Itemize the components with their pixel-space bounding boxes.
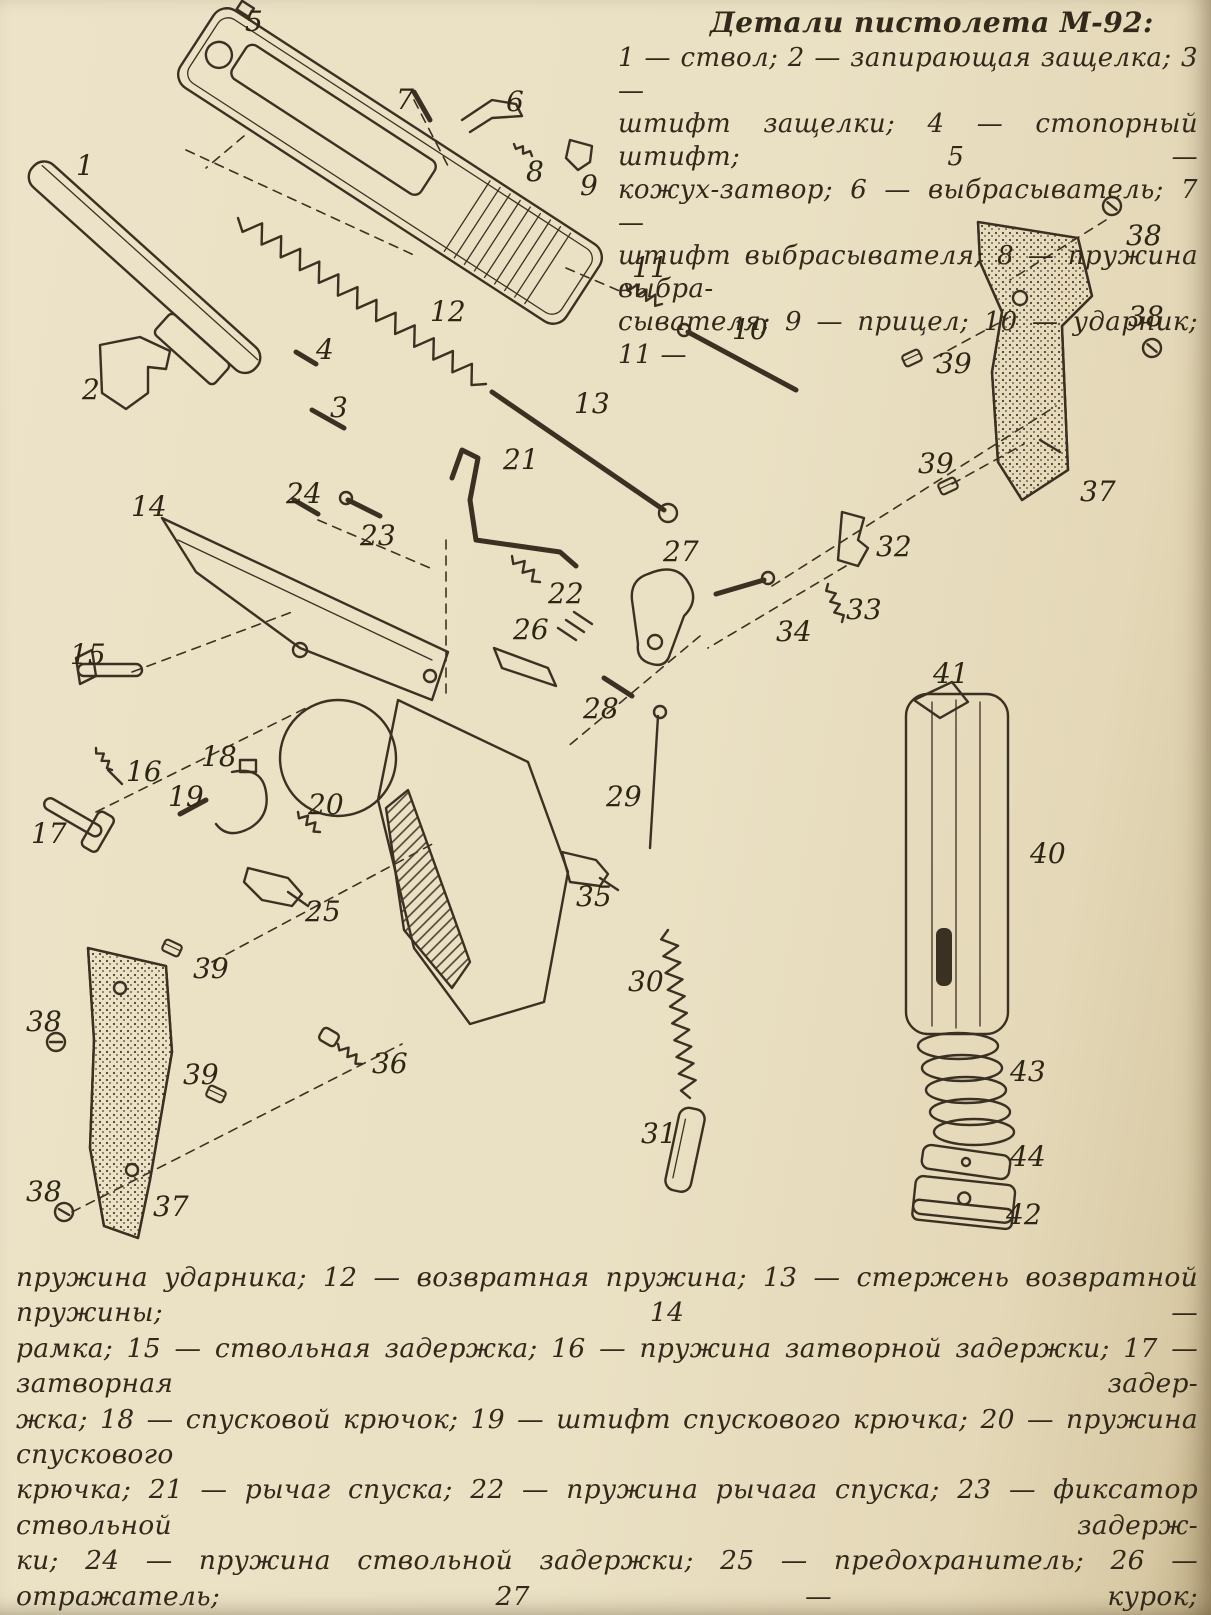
part-stop-spring-24 bbox=[291, 497, 321, 517]
part-slide-stop-17 bbox=[43, 797, 116, 853]
part-sear-pin-34 bbox=[713, 570, 776, 597]
part-stop-spring-16 bbox=[94, 746, 124, 786]
part-bushing-31 bbox=[664, 1106, 706, 1193]
part-stop-retainer-23 bbox=[338, 490, 383, 519]
part-mag-catch-35 bbox=[560, 850, 620, 892]
legend-line: сывателя; 9 — прицел; 10 — ударник; 11 — bbox=[618, 307, 1198, 370]
legend-line: кожух-затвор; 6 — выбрасыватель; 7 — bbox=[618, 175, 1198, 238]
legend-line: ки; 24 — пружина ствольной задержки; 25 … bbox=[16, 1545, 1198, 1612]
part-mag-catch-spring-36 bbox=[317, 1026, 364, 1066]
legend-line: штифт защелки; 4 — стопорный штифт; 5 — bbox=[618, 109, 1198, 172]
part-grip-panel-right-37 bbox=[976, 220, 1094, 502]
part-slide-5 bbox=[176, 0, 604, 325]
part-locking-latch-2 bbox=[98, 335, 172, 411]
part-firing-pin-10 bbox=[676, 322, 799, 393]
part-magazine-body-40 bbox=[904, 692, 1010, 1036]
legend-top-lines: 1 — ствол; 2 — запирающая защелка; 3 —шт… bbox=[618, 42, 1198, 372]
part-hammer-27 bbox=[630, 568, 695, 667]
part-safety-25 bbox=[242, 866, 310, 908]
part-barrel-1 bbox=[27, 160, 262, 386]
part-extractor-pin-7 bbox=[411, 89, 433, 123]
part-rear-sight-9 bbox=[564, 138, 594, 172]
legend-bottom: пружина ударника; 12 — возвратная пружин… bbox=[16, 1260, 1198, 1615]
part-magazine-spring-43 bbox=[916, 1031, 1016, 1147]
part-sear-32 bbox=[836, 510, 870, 568]
part-follower-41 bbox=[912, 680, 970, 720]
part-trigger-18 bbox=[214, 758, 268, 835]
part-mainspring-30 bbox=[660, 928, 697, 1100]
part-latch-pin-3 bbox=[309, 407, 347, 431]
part-recoil-spring-12 bbox=[236, 216, 488, 387]
legend-bottom-lines: пружина ударника; 12 — возвратная пружин… bbox=[16, 1260, 1198, 1615]
part-hammer-pin-28 bbox=[601, 675, 635, 699]
part-screw-bushings-39 bbox=[160, 347, 960, 1105]
legend-line: 1 — ствол; 2 — запирающая защелка; 3 — bbox=[618, 43, 1198, 106]
part-guide-rod-13 bbox=[489, 389, 679, 524]
legend-line: жка; 18 — спусковой крючок; 19 — штифт с… bbox=[16, 1403, 1198, 1471]
part-extractor-6 bbox=[460, 98, 524, 134]
part-trigger-bar-21 bbox=[449, 447, 579, 569]
part-barrel-stop-15 bbox=[74, 648, 144, 686]
legend-line: пружина ударника; 12 — возвратная пружин… bbox=[16, 1262, 1198, 1329]
legend-line: рамка; 15 — ствольная задержка; 16 — пру… bbox=[16, 1332, 1198, 1400]
legend-title: Детали пистолета М-92: bbox=[710, 6, 1154, 39]
part-bar-spring-22 bbox=[510, 554, 542, 584]
part-sear-spring-33 bbox=[825, 582, 845, 624]
part-stop-pin-4 bbox=[293, 349, 319, 367]
part-frame-14 bbox=[160, 516, 570, 1026]
legend-line: крючка; 21 — рычаг спуска; 22 — пружина … bbox=[16, 1474, 1198, 1541]
part-strut-29 bbox=[648, 704, 668, 850]
part-firing-pin-spring-11 bbox=[624, 282, 664, 308]
legend-line: штифт выбрасывателя; 8 — пружина выбра- bbox=[618, 241, 1198, 304]
legend-top: Детали пистолета М-92: 1 — ствол; 2 — за… bbox=[618, 6, 1198, 372]
part-grip-panel-left-37 bbox=[86, 946, 174, 1240]
part-ejector-26 bbox=[492, 610, 594, 688]
part-trigger-pin-19 bbox=[177, 797, 209, 817]
part-spring-plate-44 bbox=[920, 1143, 1012, 1181]
part-extractor-spring-8 bbox=[512, 142, 534, 158]
part-trigger-spring-20 bbox=[296, 810, 322, 834]
part-magazine-base-42 bbox=[911, 1174, 1017, 1231]
